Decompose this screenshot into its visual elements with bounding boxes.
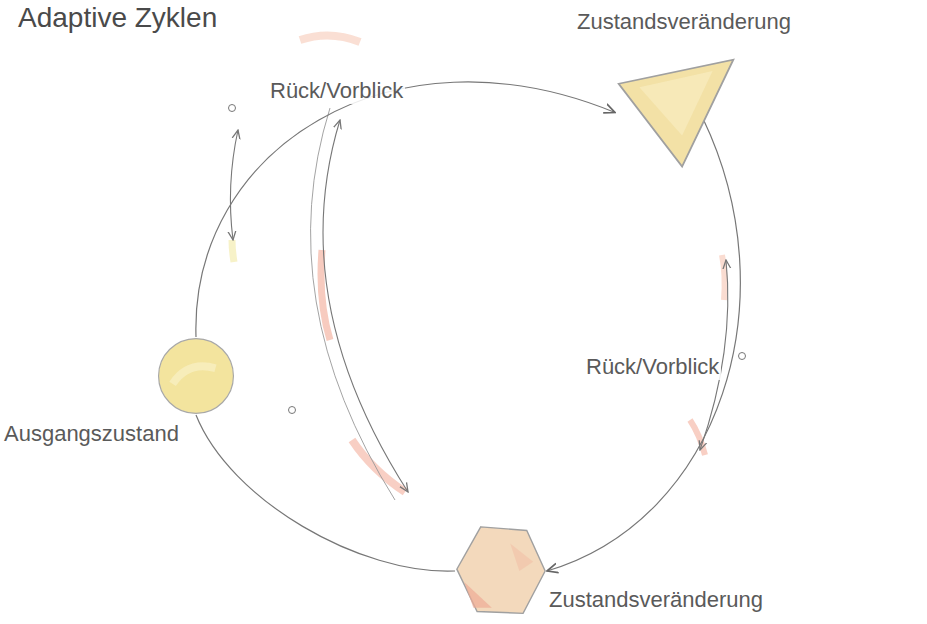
shape-outline xyxy=(615,55,737,170)
wash xyxy=(352,440,405,492)
start-circle: Ausgangszustand xyxy=(157,337,235,415)
small-ring xyxy=(739,353,746,360)
state-label: Zustandsveränderung xyxy=(577,9,791,35)
wash xyxy=(300,35,360,42)
small-ring xyxy=(289,407,296,414)
change-hexagon: Zustandsveränderung xyxy=(455,525,547,617)
diagram-title: Adaptive Zyklen xyxy=(18,2,217,34)
cycle-arrow xyxy=(196,82,615,337)
cycle-arrow xyxy=(196,415,455,571)
state-label: Ausgangszustand xyxy=(4,421,179,447)
wash xyxy=(722,255,725,300)
shape-outline xyxy=(157,337,235,415)
cycle-arrow xyxy=(547,118,740,571)
shape-outline xyxy=(455,525,547,617)
change-triangle: Zustandsveränderung xyxy=(615,55,737,170)
annotation-label: Rück/Vorblick xyxy=(268,78,405,104)
feedback-arrow xyxy=(230,130,238,240)
annotation-label: Rück/Vorblick xyxy=(584,354,721,380)
small-ring xyxy=(229,105,236,112)
feedback-arrow xyxy=(323,120,408,492)
state-label: Zustandsveränderung xyxy=(549,587,763,613)
sketch-line xyxy=(311,108,395,500)
wash xyxy=(232,240,234,262)
